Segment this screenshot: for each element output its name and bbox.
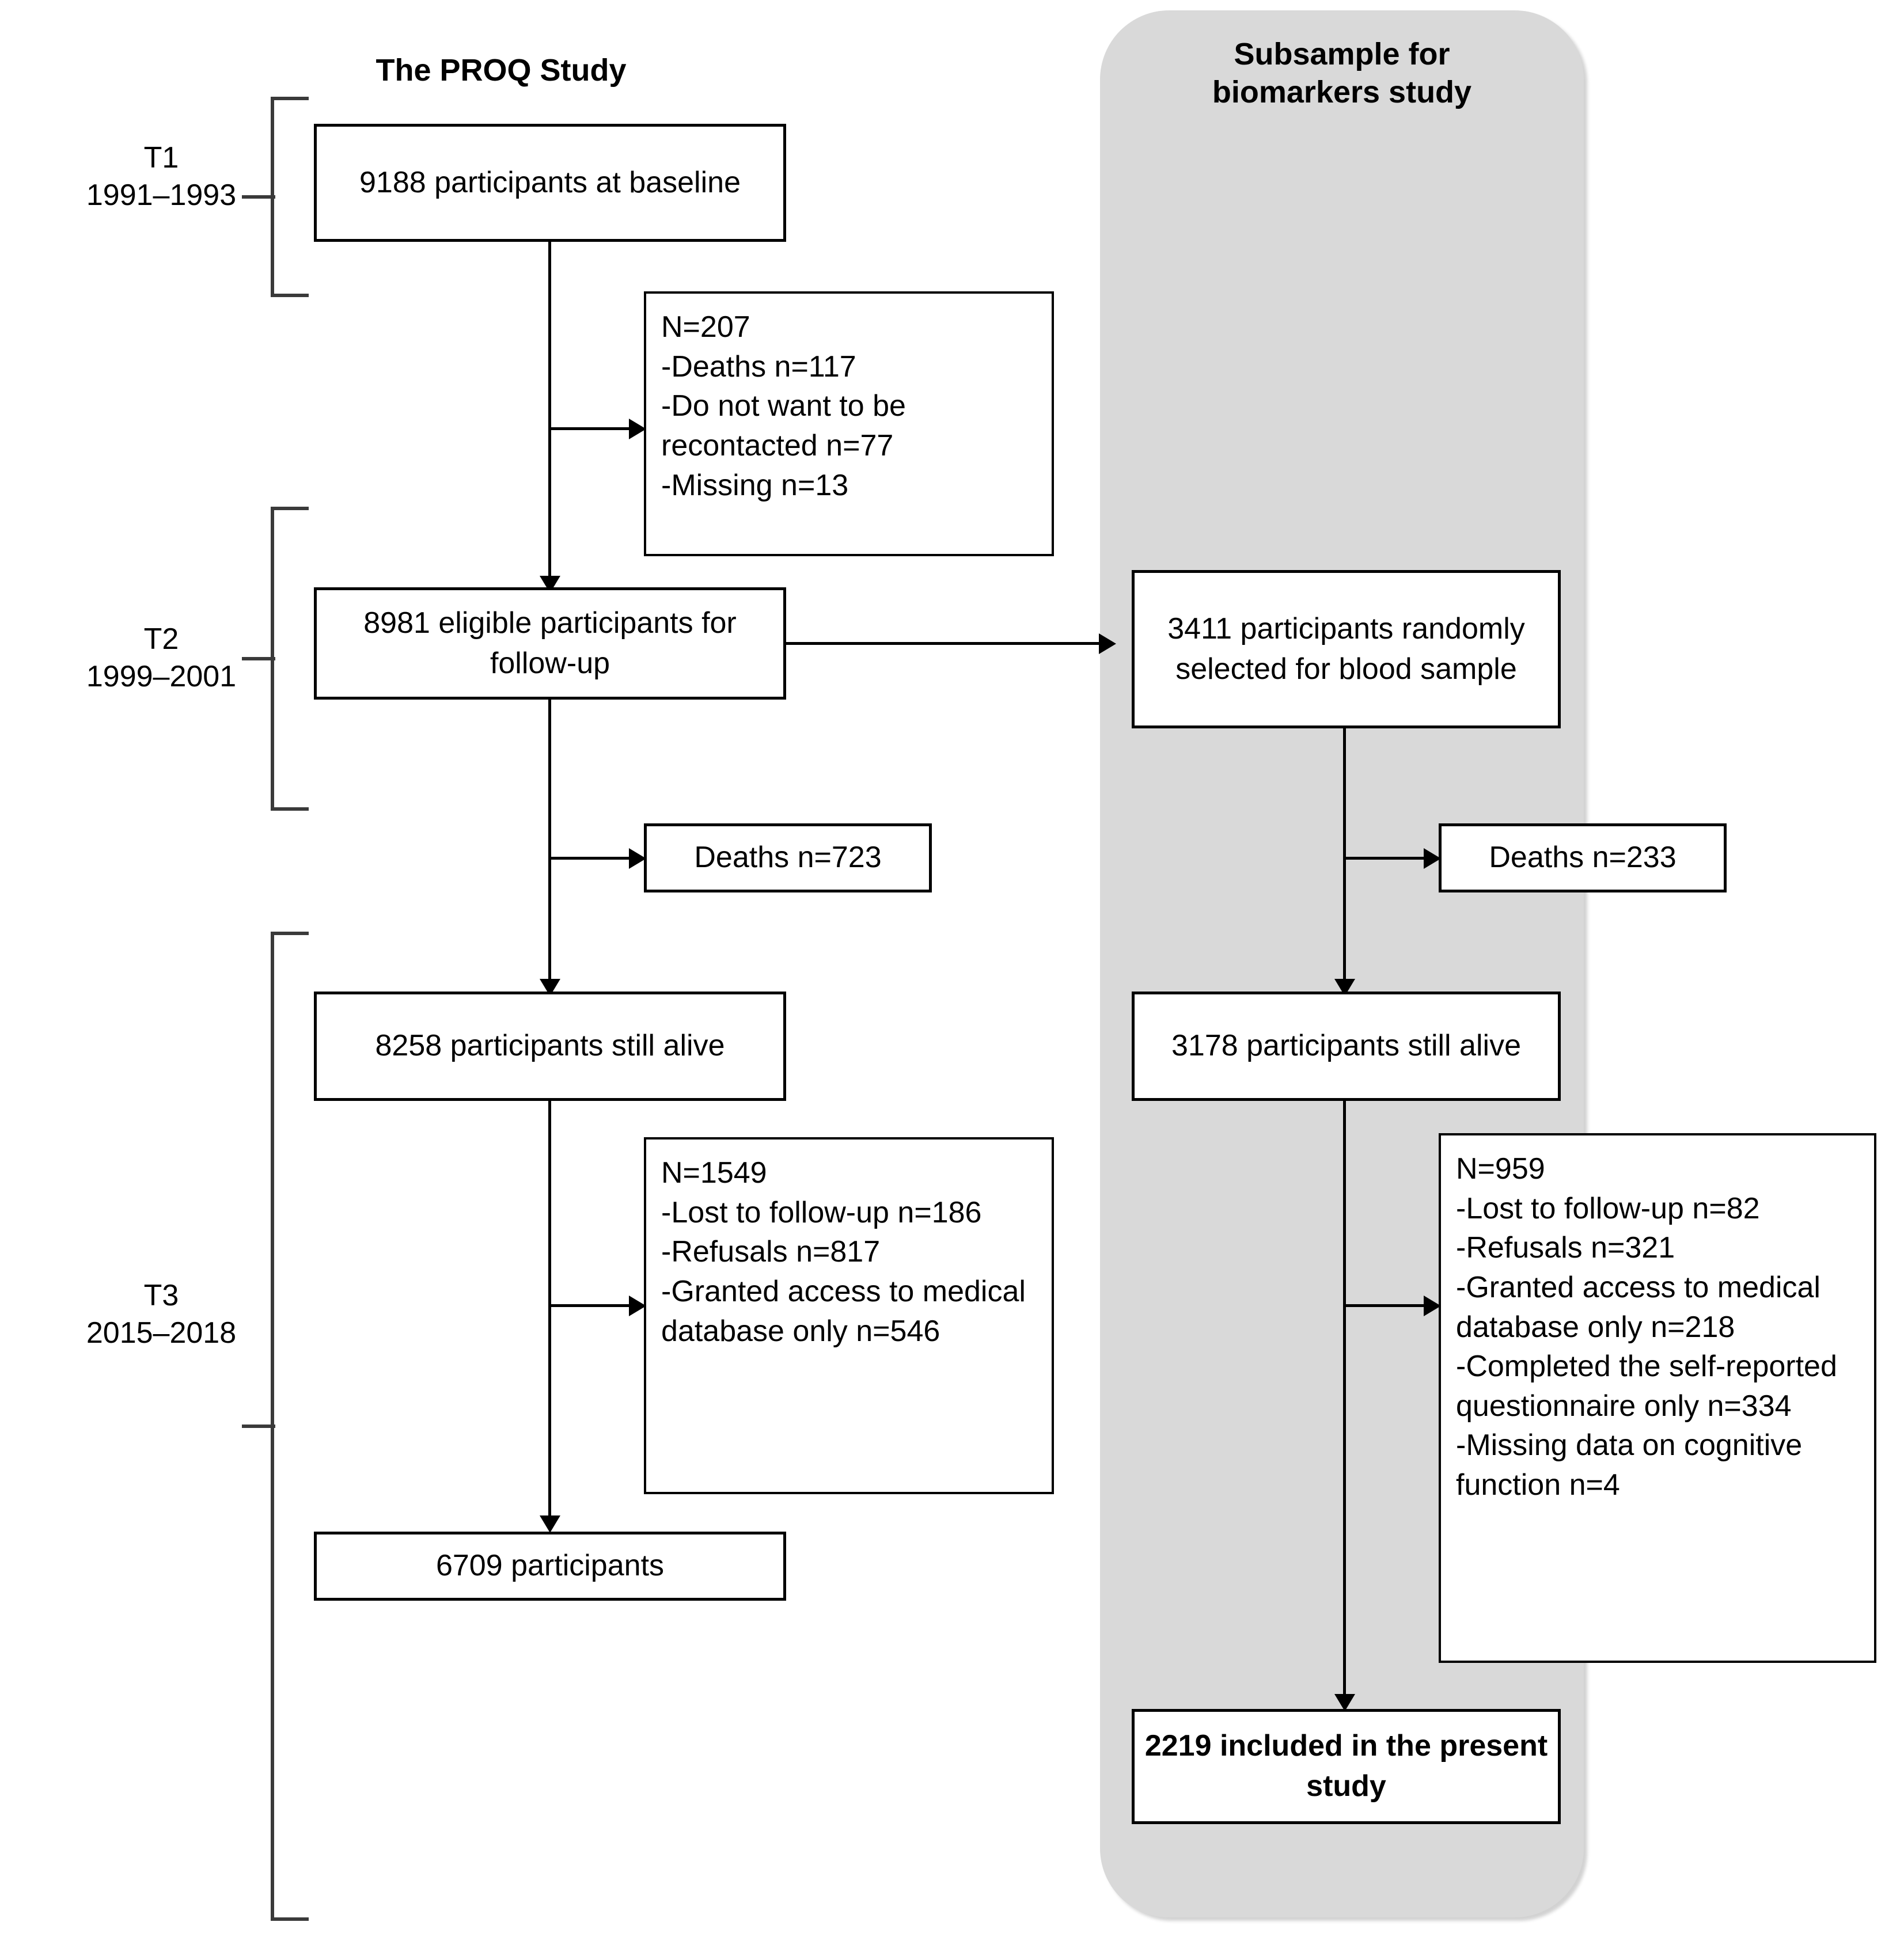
exclusion-box-left-t2-to-t3: N=1549 -Lost to follow-up n=186 -Refusal…: [644, 1137, 1054, 1494]
node-baseline: 9188 participants at baseline: [314, 124, 786, 242]
connector-eligible-to-alive: [548, 700, 551, 987]
timepoint-bracket-t2: [242, 507, 309, 811]
connector-alive-to-exclusion-left: [548, 1304, 638, 1307]
timepoint-label-t2: T2 1999–2001: [86, 622, 237, 693]
arrowhead-eligible-to-deaths: [629, 848, 646, 869]
left-column-header: The PROQ Study: [376, 53, 627, 88]
node-deaths-right: Deaths n=233: [1439, 823, 1727, 892]
connector-eligible-to-deaths: [548, 857, 638, 860]
connector-baseline-to-exclusion: [548, 427, 638, 430]
connector-eligible-to-blood-sample: [786, 642, 1112, 645]
connector-alive-to-final-left: [548, 1101, 551, 1524]
node-alive-left: 8258 participants still alive: [314, 992, 786, 1101]
arrowhead-baseline-to-exclusion: [629, 419, 646, 439]
timepoint-bracket-t1: [242, 97, 309, 297]
right-column-header: Subsample for biomarkers study: [1212, 37, 1472, 109]
arrowhead-alive-right-to-exclusion-right: [1424, 1296, 1441, 1316]
arrowhead-blood-sample-to-deaths-right: [1424, 848, 1441, 869]
timepoint-label-t1: T1 1991–1993: [86, 141, 237, 212]
connector-baseline-to-eligible: [548, 242, 551, 584]
node-alive-right: 3178 participants still alive: [1132, 992, 1561, 1101]
timepoint-bracket-t3: [242, 932, 309, 1921]
node-final-left: 6709 participants: [314, 1532, 786, 1601]
arrowhead-alive-to-final-left: [540, 1515, 560, 1533]
node-blood-sample: 3411 participants randomly selected for …: [1132, 570, 1561, 728]
connector-alive-right-to-final-right: [1343, 1101, 1346, 1703]
node-final-right: 2219 included in the present study: [1132, 1709, 1561, 1824]
exclusion-box-right-t2-to-t3: N=959 -Lost to follow-up n=82 -Refusals …: [1439, 1133, 1876, 1663]
exclusion-box-t1-to-t2: N=207 -Deaths n=117 -Do not want to be r…: [644, 291, 1054, 556]
node-eligible-followup: 8981 eligible participants for follow-up: [314, 587, 786, 700]
connector-alive-right-to-exclusion-right: [1343, 1304, 1432, 1307]
connector-blood-sample-to-deaths-right: [1343, 857, 1432, 860]
arrowhead-alive-right-to-final-right: [1334, 1694, 1355, 1711]
timepoint-label-t3: T3 2015–2018: [86, 1279, 237, 1350]
arrowhead-alive-to-exclusion-left: [629, 1296, 646, 1316]
arrowhead-eligible-to-blood-sample: [1099, 633, 1116, 654]
node-deaths-left: Deaths n=723: [644, 823, 932, 892]
